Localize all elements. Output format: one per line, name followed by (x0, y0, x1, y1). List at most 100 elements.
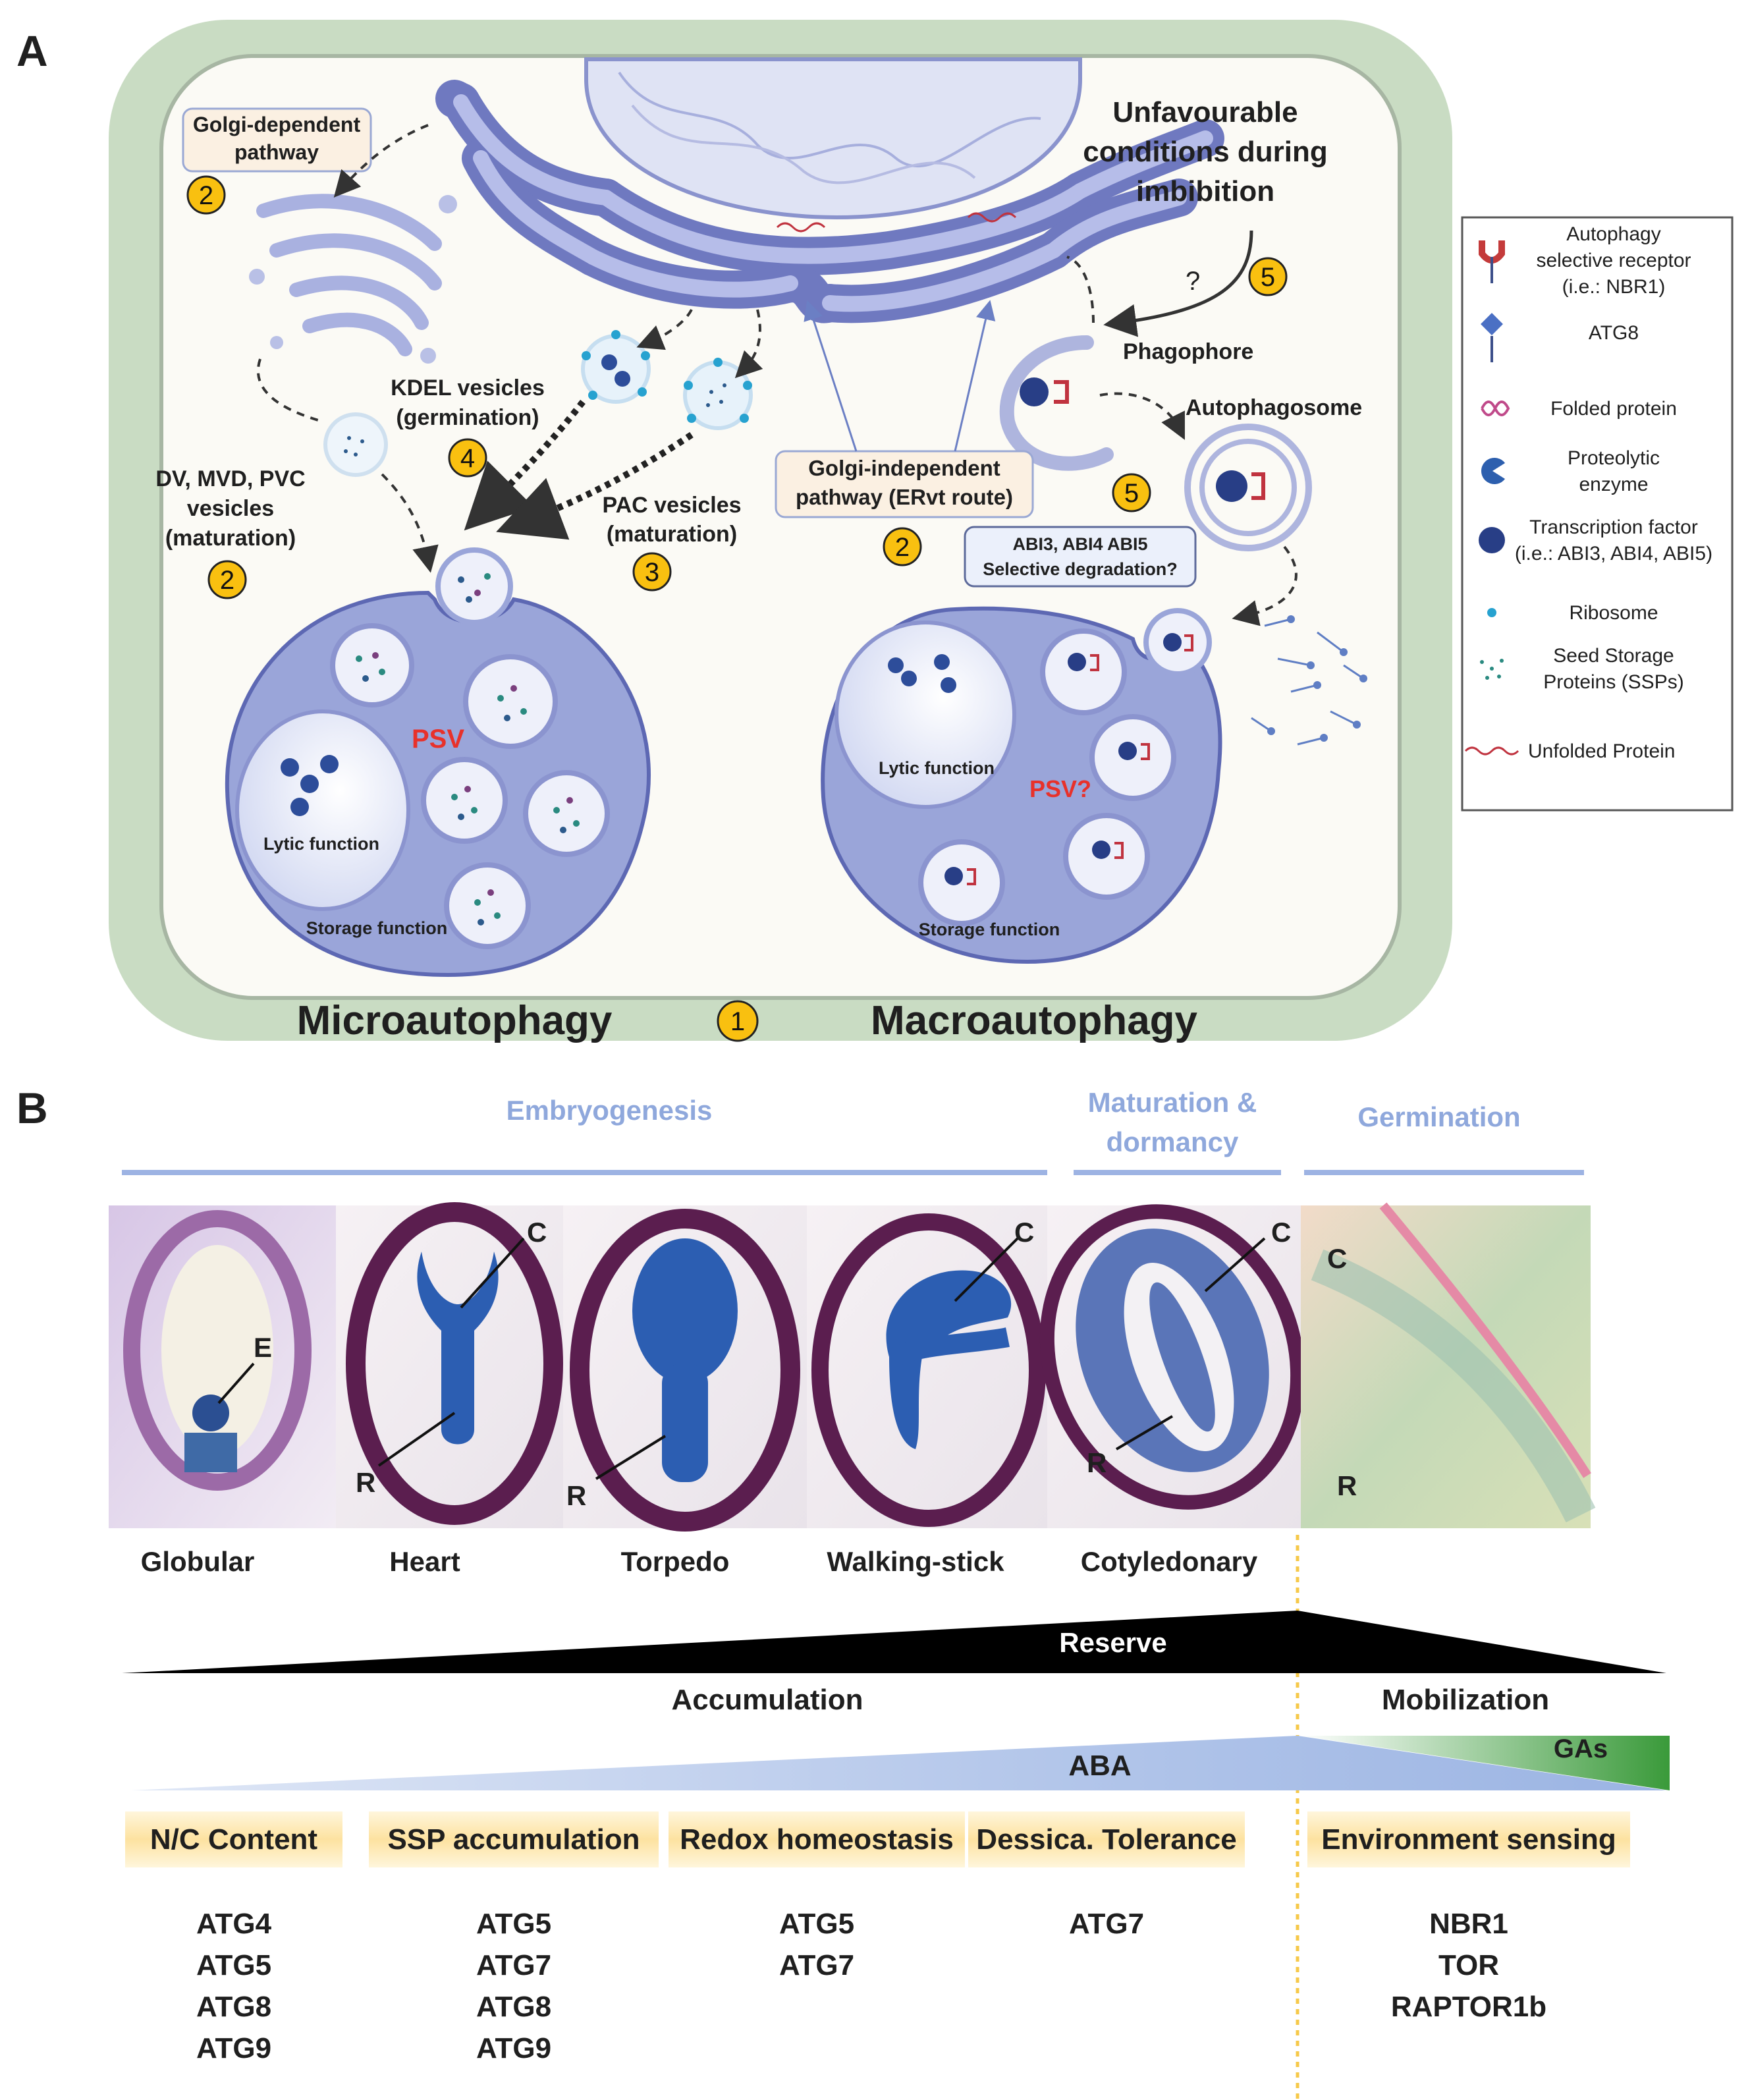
panel-letter-b: B (16, 1084, 48, 1132)
question-mark: ? (1186, 267, 1200, 296)
svg-text:3: 3 (645, 558, 659, 587)
svg-text:2: 2 (199, 181, 213, 210)
phase-maturation-line1: Maturation & (1088, 1087, 1257, 1118)
process-header-bg (968, 1811, 1245, 1867)
gene-label: ATG8 (196, 1991, 271, 2023)
dv-vesicle (323, 412, 388, 477)
transcription-factor-icon (1479, 527, 1505, 553)
autophagosome (1184, 424, 1312, 551)
lytic-left-label: Lytic function (263, 834, 379, 854)
legend-items: Autophagy selective receptor (i.e.: NBR1) A… (1464, 223, 1712, 762)
storage-right-label: Storage function (919, 920, 1060, 939)
legend-label: Folded protein (1550, 398, 1677, 420)
phagophore-label: Phagophore (1123, 339, 1253, 364)
gene-label: RAPTOR1b (1391, 1991, 1546, 2023)
legend-label: Proteolytic (1568, 447, 1660, 469)
aba-wedge (132, 1736, 1666, 1790)
golgi-dependent-line2: pathway (234, 140, 319, 164)
kdel-line1: KDEL vesicles (391, 375, 545, 401)
dv-line3: (maturation) (165, 526, 296, 551)
process-header-bg (1307, 1811, 1630, 1867)
micrograph-torpedo (563, 1205, 807, 1532)
legend-label: Proteins (SSPs) (1543, 671, 1683, 693)
svg-text:4: 4 (460, 444, 475, 473)
kdel-line2: (germination) (396, 405, 539, 430)
microautophagy-label: Microautophagy (297, 998, 613, 1043)
psv-left-label: PSV (412, 725, 464, 754)
phase-embryogenesis: Embryogenesis (506, 1095, 713, 1126)
golgi-dependent-box (182, 107, 372, 173)
legend-label: selective receptor (1536, 250, 1691, 271)
number-badge: 4 (448, 438, 487, 478)
dv-line2: vesicles (187, 496, 274, 521)
golgi-independent-line2: pathway (ERvt route) (796, 485, 1013, 509)
pac-vesicle (683, 358, 753, 430)
accumulation-label: Accumulation (672, 1684, 863, 1716)
reserve-triangle (122, 1611, 1666, 1673)
macroautophagy-label: Macroautophagy (871, 998, 1198, 1043)
gene-label: ATG9 (196, 2032, 271, 2064)
golgi-independent-line1: Golgi-independent (808, 456, 1000, 480)
reserve-label: Reserve (1059, 1627, 1166, 1658)
abi-box (964, 526, 1197, 588)
process-title: SSP accumulation (387, 1823, 640, 1856)
svg-text:2: 2 (220, 566, 234, 595)
phase-maturation-line2: dormancy (1107, 1126, 1239, 1157)
label-c-walking-stick: C (1014, 1217, 1034, 1248)
label-r-heart: R (356, 1467, 375, 1498)
golgi-apparatus (249, 194, 457, 364)
stage-walking-stick: Walking-stick (827, 1546, 1004, 1577)
golgi-independent-box (775, 450, 1034, 518)
micrograph-globular (109, 1205, 336, 1528)
micrograph-germination (1301, 1202, 1596, 1528)
gene-label: ATG7 (476, 1949, 551, 1981)
gas-wedge (1301, 1736, 1670, 1790)
gene-label: NBR1 (1429, 1908, 1508, 1940)
legend-label: Seed Storage (1553, 645, 1674, 667)
legend-label: (i.e.: NBR1) (1562, 276, 1666, 298)
process-title: N/C Content (150, 1823, 318, 1856)
atg8-fragments (1251, 615, 1367, 746)
unfolded-protein-icon (1464, 746, 1519, 756)
legend-label: Transcription factor (1529, 516, 1698, 538)
abi-line1: ABI3, ABI4 ABI5 (1012, 534, 1147, 554)
gene-label: ATG5 (196, 1949, 271, 1981)
gene-label: ATG5 (779, 1908, 854, 1940)
lytic-right-label: Lytic function (879, 758, 995, 778)
legend-label: Autophagy (1566, 223, 1660, 245)
psv-right-label: PSV? (1029, 775, 1091, 802)
gas-label: GAs (1554, 1734, 1608, 1763)
micrograph-heart (336, 1202, 563, 1528)
label-r-torpedo: R (566, 1480, 586, 1511)
folded-protein-icon (1481, 401, 1510, 416)
number-badge: 5 (1248, 257, 1288, 296)
gene-label: ATG9 (476, 2032, 551, 2064)
number-badge: 2 (207, 560, 247, 599)
unfavourable-line3: imbibition (1136, 175, 1274, 207)
seed-storage-protein-icon (1480, 659, 1504, 680)
legend-label: Ribosome (1569, 602, 1658, 624)
micro-label-lines (217, 1237, 1266, 1480)
psv-left (225, 547, 651, 978)
proteolytic-enzyme-icon (1481, 458, 1505, 484)
micrograph-walking-stick (807, 1205, 1047, 1528)
aba-label: ABA (1068, 1750, 1131, 1782)
label-c-germination: C (1327, 1243, 1347, 1274)
autophagosome-label: Autophagosome (1186, 395, 1362, 420)
psv-right (821, 606, 1222, 964)
stage-torpedo: Torpedo (621, 1546, 730, 1577)
stage-cotyledonary: Cotyledonary (1081, 1546, 1258, 1577)
svg-text:1: 1 (730, 1007, 745, 1036)
legend-label: ATG8 (1589, 322, 1639, 344)
unfavourable-line1: Unfavourable (1112, 96, 1298, 128)
gene-label: ATG4 (196, 1908, 272, 1940)
panel-letter-a: A (16, 26, 48, 75)
number-badge: 1 (717, 1000, 759, 1042)
process-title: Dessica. Tolerance (976, 1823, 1236, 1856)
label-c-cotyledonary: C (1271, 1217, 1291, 1248)
